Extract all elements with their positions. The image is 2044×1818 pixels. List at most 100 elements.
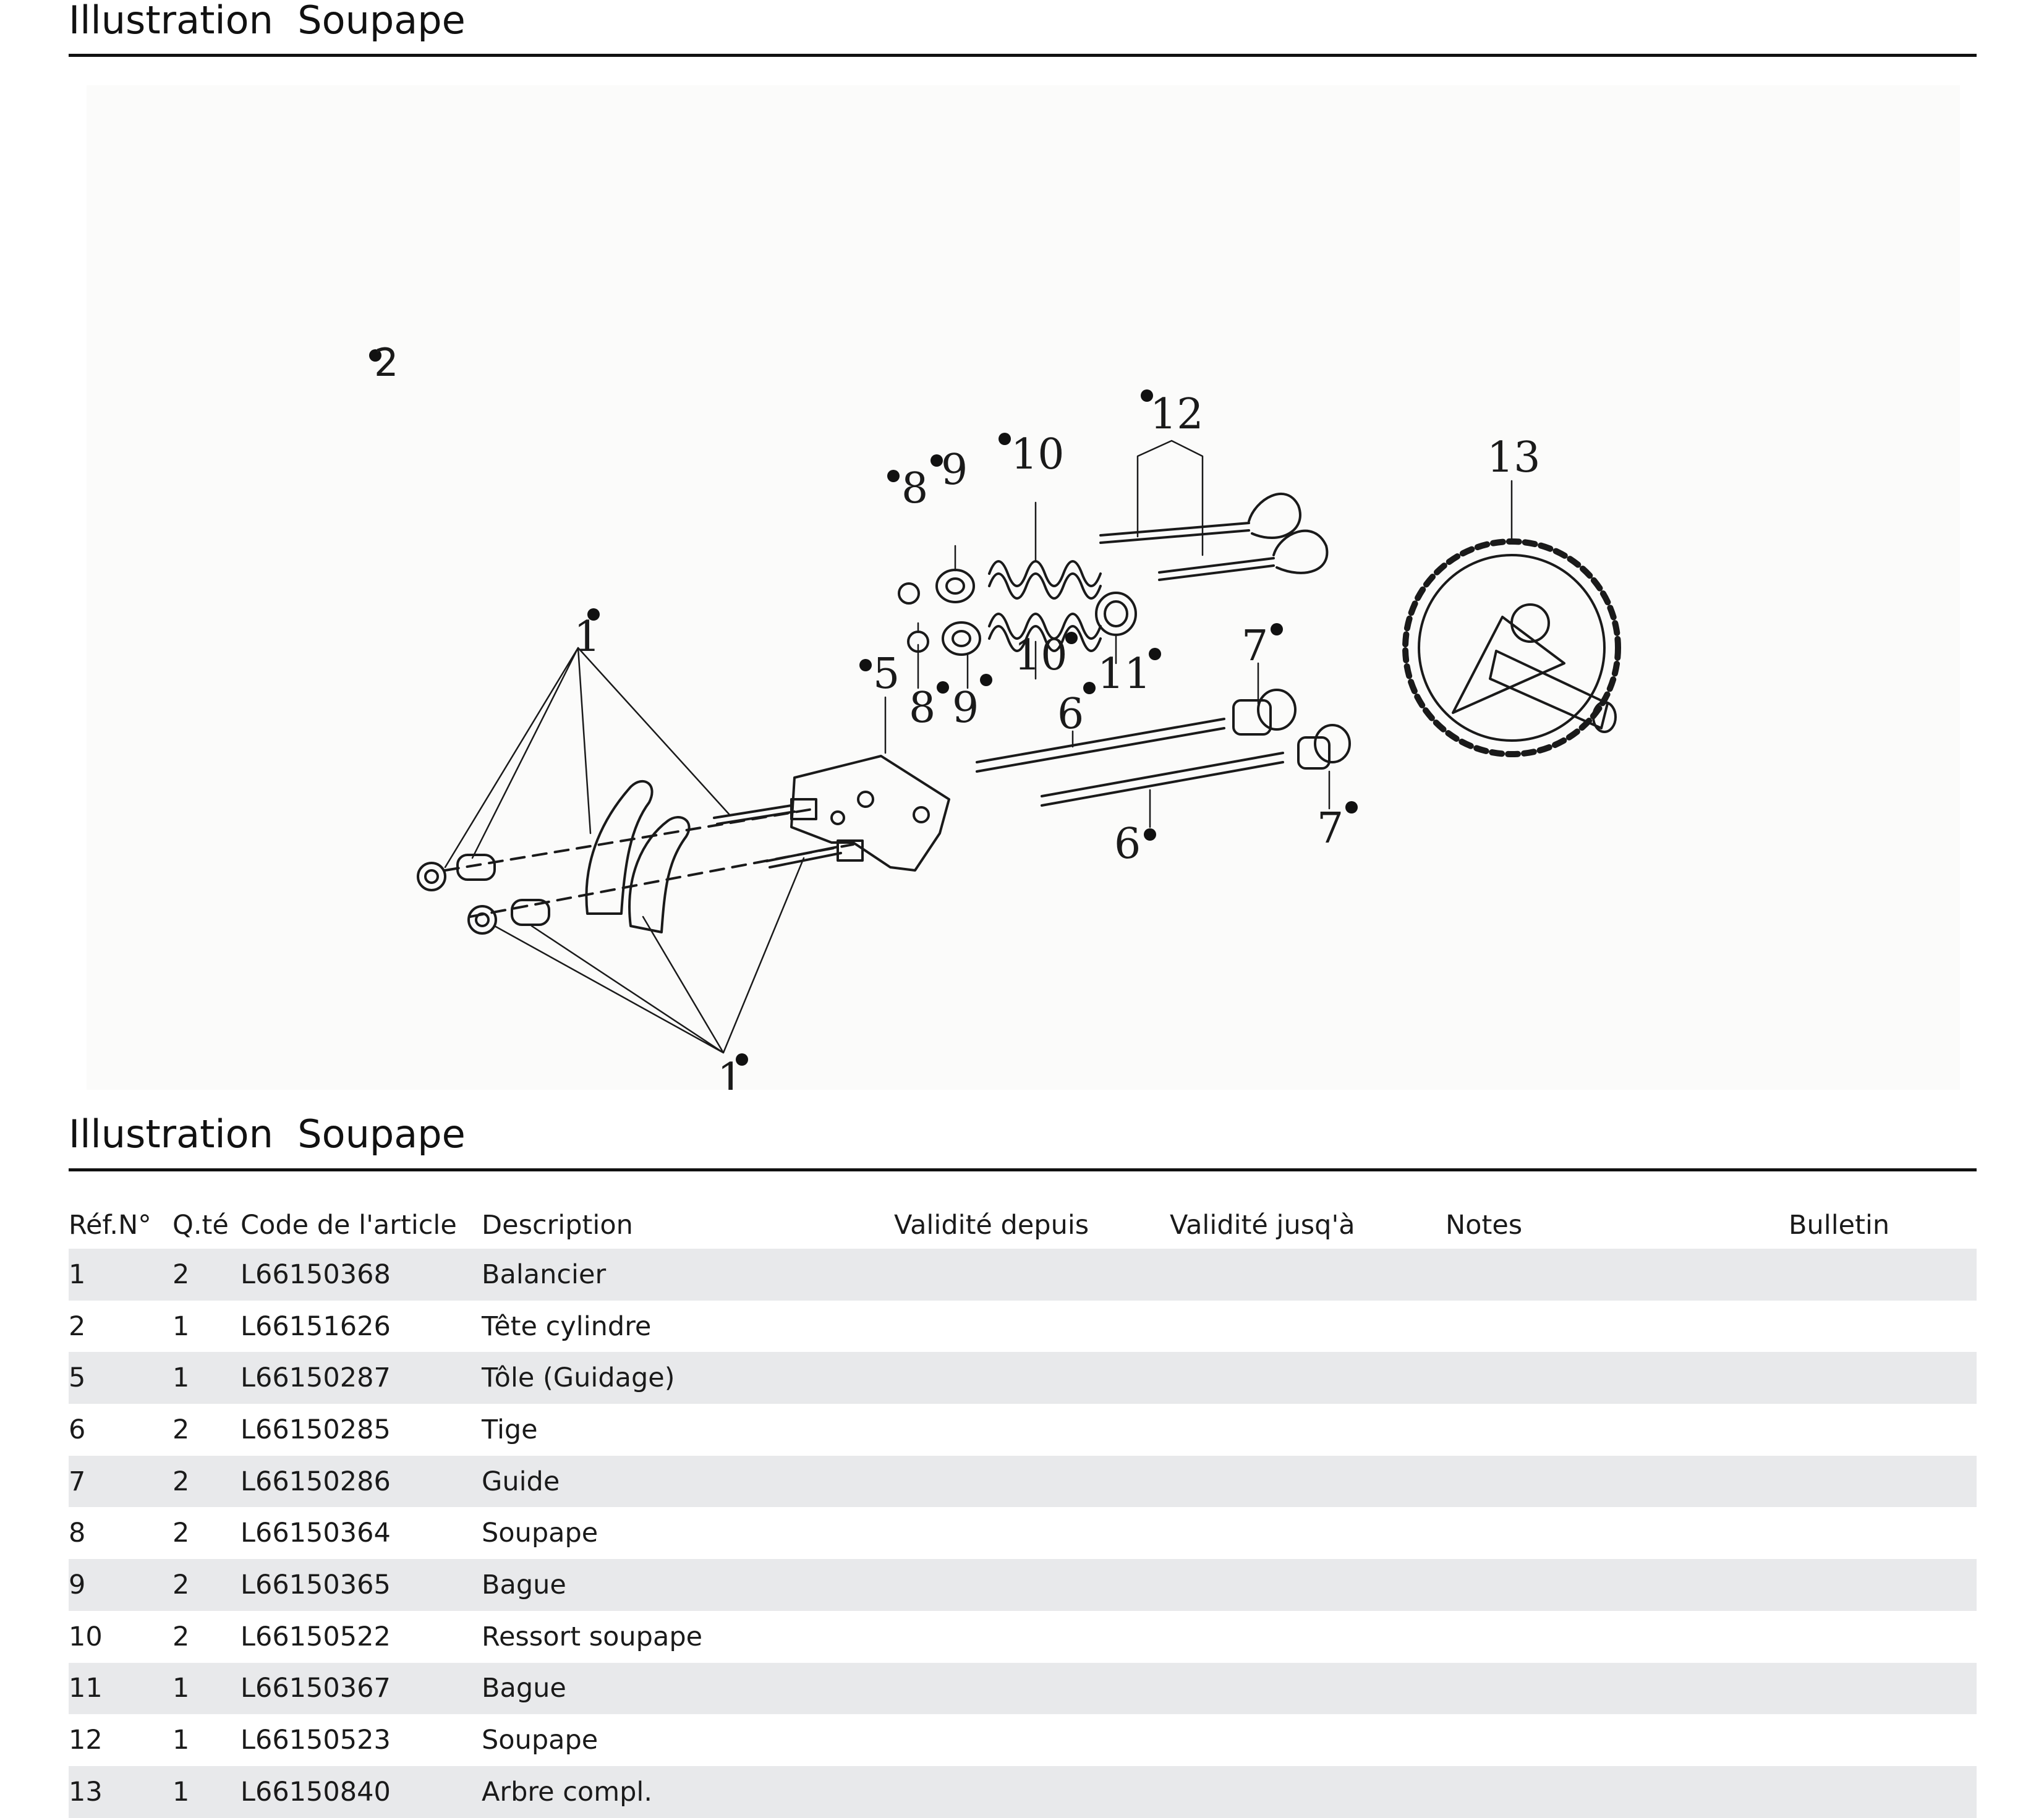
cell-valid-to bbox=[1170, 1352, 1446, 1404]
sleeve-part bbox=[511, 899, 550, 926]
cell-bulletin bbox=[1789, 1662, 1977, 1715]
callout-dot bbox=[736, 1053, 748, 1066]
camshaft-end bbox=[1592, 701, 1617, 733]
title-rule bbox=[69, 54, 1977, 57]
cell-qty: 2 bbox=[172, 1518, 190, 1549]
callout-label: 11 bbox=[1097, 650, 1151, 699]
valve-spring-part bbox=[988, 613, 1102, 640]
cell-valid-from bbox=[894, 1455, 1170, 1508]
callout-label: 2 bbox=[374, 340, 398, 385]
collet-part bbox=[898, 582, 920, 605]
cell-qty: 1 bbox=[172, 1310, 190, 1342]
callout-dot bbox=[1141, 389, 1153, 402]
cell-valid-to bbox=[1170, 1301, 1446, 1353]
table-row: 1 2 L66150368 Balancier bbox=[69, 1249, 1977, 1301]
callout-dot bbox=[999, 433, 1011, 445]
cell-ref: 1 bbox=[69, 1249, 172, 1301]
push-rod-part bbox=[1041, 761, 1284, 807]
retainer-part bbox=[942, 621, 981, 656]
valve-stem-part bbox=[1158, 557, 1275, 581]
cell-bulletin bbox=[1789, 1765, 1977, 1818]
valve-stem-part bbox=[1099, 522, 1250, 544]
cell-description: Ressort soupape bbox=[482, 1621, 703, 1652]
callout-label: 8 bbox=[909, 684, 935, 733]
cell-code: L66150367 bbox=[241, 1662, 482, 1715]
cell-qty: 1 bbox=[172, 1725, 190, 1756]
retainer-part bbox=[935, 569, 975, 603]
cell-description: Tête cylindre bbox=[482, 1310, 652, 1342]
cell-valid-to bbox=[1170, 1611, 1446, 1663]
tappet-part bbox=[1232, 699, 1272, 736]
cell-notes bbox=[1446, 1249, 1789, 1301]
push-rod-part bbox=[976, 718, 1225, 763]
callout-label: 5 bbox=[873, 650, 900, 699]
cell-description: Tôle (Guidage) bbox=[482, 1352, 894, 1404]
callout-dot bbox=[1065, 632, 1078, 644]
callout-labels: 1 1 2 5 6 6 7 7 8 8 9 9 10 10 11 12 13 bbox=[374, 340, 1541, 1090]
callout-label: 7 bbox=[1241, 622, 1268, 671]
cell-valid-to bbox=[1170, 1455, 1446, 1508]
cell-qty: 2 bbox=[172, 1559, 241, 1611]
valve-spring-part bbox=[988, 560, 1102, 587]
cell-valid-from bbox=[894, 1765, 1170, 1818]
table-row: 13 1 L66150840 Arbre compl. bbox=[69, 1765, 1977, 1818]
table-row: 11 1 L66150367 Bague bbox=[69, 1662, 1977, 1715]
cell-description: Tige bbox=[482, 1414, 538, 1445]
cell-bulletin bbox=[1789, 1404, 1977, 1456]
cell-qty: 2 bbox=[172, 1414, 190, 1445]
table-header-row: Réf.N° Q.té Code de l'article Descriptio… bbox=[69, 1201, 1977, 1249]
section-title-illustration: Illustration Soupape bbox=[69, 0, 466, 43]
callout-dot bbox=[859, 659, 872, 671]
table-row: 7 2 L66150286 Guide bbox=[69, 1455, 1977, 1508]
callout-dot bbox=[587, 608, 600, 621]
nut-hole bbox=[475, 912, 490, 927]
callout-label: 9 bbox=[952, 684, 979, 733]
cell-valid-from bbox=[894, 1404, 1170, 1456]
guide-plate-part bbox=[790, 755, 950, 872]
cell-valid-from bbox=[894, 1611, 1170, 1663]
push-rod-part bbox=[1041, 752, 1284, 797]
tappet-head bbox=[1257, 689, 1297, 731]
cell-notes bbox=[1446, 1507, 1789, 1559]
nut-part bbox=[417, 862, 446, 891]
plate-hole bbox=[830, 810, 845, 825]
parts-table: Réf.N° Q.té Code de l'article Descriptio… bbox=[69, 1201, 1977, 1818]
cell-notes bbox=[1446, 1455, 1789, 1508]
title-rule bbox=[69, 1168, 1977, 1171]
cell-ref: 5 bbox=[69, 1352, 172, 1404]
leader-line bbox=[493, 857, 805, 1054]
cell-qty: 2 bbox=[172, 1621, 190, 1652]
cell-ref: 10 bbox=[69, 1621, 103, 1652]
cell-valid-from bbox=[894, 1559, 1170, 1611]
callout-dot bbox=[1083, 682, 1096, 694]
table-row: 2 1 L66151626 Tête cylindre bbox=[69, 1301, 1977, 1353]
table-row: 9 2 L66150365 Bague bbox=[69, 1559, 1977, 1611]
cell-description: Arbre compl. bbox=[482, 1765, 894, 1818]
valve-spring-part bbox=[988, 625, 1102, 652]
cell-bulletin bbox=[1789, 1507, 1977, 1559]
cell-valid-from bbox=[894, 1662, 1170, 1715]
cell-code: L66150522 bbox=[241, 1621, 391, 1652]
cell-bulletin bbox=[1789, 1455, 1977, 1508]
valve-spring-part bbox=[988, 572, 1102, 600]
cell-ref: 6 bbox=[69, 1414, 86, 1445]
table-row: 12 1 L66150523 Soupape bbox=[69, 1714, 1977, 1766]
cell-qty: 1 bbox=[172, 1765, 241, 1818]
cell-bulletin bbox=[1789, 1249, 1977, 1301]
valve-seal-part bbox=[1095, 592, 1137, 636]
leader-line bbox=[1034, 501, 1117, 680]
callout-label: 6 bbox=[1114, 820, 1141, 869]
cell-description: Bague bbox=[482, 1559, 894, 1611]
cell-bulletin bbox=[1789, 1301, 1977, 1353]
cell-code: L66150364 bbox=[241, 1518, 391, 1549]
valve-seal-part bbox=[1104, 600, 1128, 627]
callout-label: 12 bbox=[1150, 390, 1204, 439]
cell-valid-to bbox=[1170, 1714, 1446, 1766]
callout-dot bbox=[930, 454, 943, 467]
callout-label: 10 bbox=[1011, 430, 1065, 479]
callout-label: 8 bbox=[901, 464, 928, 513]
rocker-arm-part bbox=[585, 779, 654, 915]
callout-dot bbox=[980, 674, 992, 686]
table-row: 10 2 L66150522 Ressort soupape bbox=[69, 1611, 1977, 1663]
cell-notes bbox=[1446, 1404, 1789, 1456]
